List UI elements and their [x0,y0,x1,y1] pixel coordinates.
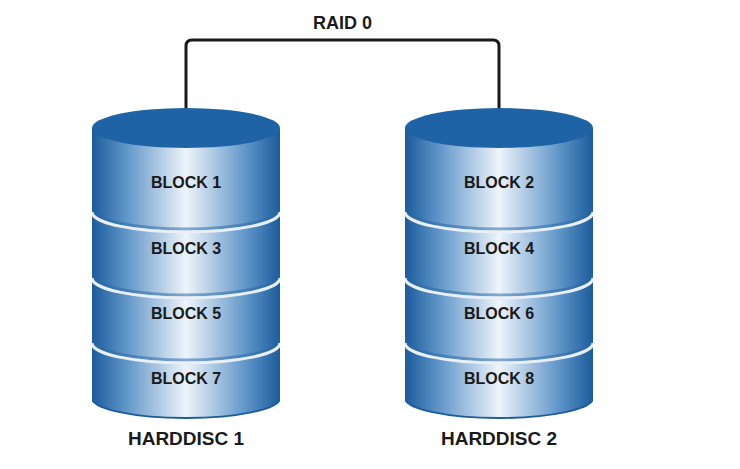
block-label: BLOCK 5 [151,305,221,323]
block-label: BLOCK 6 [464,305,534,323]
hard-disk: HARDDISC 2BLOCK 2BLOCK 4BLOCK 6BLOCK 8 [405,108,593,463]
cylinder-body [92,128,280,418]
cylinder-body [405,128,593,418]
hard-disk: HARDDISC 1BLOCK 1BLOCK 3BLOCK 5BLOCK 7 [92,108,280,463]
data-block: BLOCK 8 [405,348,593,410]
block-label: BLOCK 7 [151,370,221,388]
block-label: BLOCK 3 [151,240,221,258]
band-separator [405,278,593,298]
cylinder-top [405,108,593,148]
raid-connector [186,40,499,112]
cylinder-bottom [92,398,280,418]
cylinder-top [92,108,280,148]
block-label: BLOCK 2 [464,174,534,192]
data-block: BLOCK 5 [92,283,280,345]
block-label: BLOCK 4 [464,240,534,258]
band-separator [405,212,593,232]
raid-label: RAID 0 [310,13,375,34]
data-block: BLOCK 4 [405,218,593,280]
disk-label: HARDDISC 1 [72,428,300,450]
band-separator [92,343,280,363]
data-block: BLOCK 7 [92,348,280,410]
data-block: BLOCK 3 [92,218,280,280]
band-separator [405,343,593,363]
data-block: BLOCK 1 [92,152,280,214]
band-separator [92,278,280,298]
block-label: BLOCK 8 [464,370,534,388]
data-block: BLOCK 2 [405,152,593,214]
cylinder-bottom [405,398,593,418]
block-label: BLOCK 1 [151,174,221,192]
data-block: BLOCK 6 [405,283,593,345]
disk-label: HARDDISC 2 [385,428,613,450]
band-separator [92,212,280,232]
